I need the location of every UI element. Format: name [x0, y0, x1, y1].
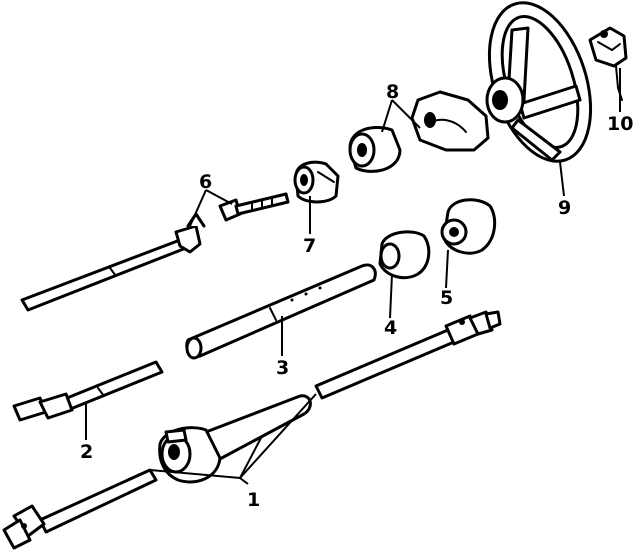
shift-lever-part: [218, 192, 290, 222]
callout-7: 7: [303, 235, 316, 257]
callout-4: 4: [384, 317, 397, 339]
callout-10: 10: [607, 113, 633, 135]
column-bushing-small-part: [378, 230, 431, 280]
callout-labels: 1 2 3 4 5 6 7 8 9 10: [80, 81, 633, 511]
column-tube-part: [185, 263, 377, 360]
callout-9: 9: [558, 197, 571, 219]
lower-shaft-part: [12, 360, 164, 422]
callout-6: 6: [199, 171, 212, 193]
lower-u-joint-part: [2, 468, 158, 550]
column-bushing-large-part: [440, 198, 497, 255]
callout-3: 3: [276, 357, 289, 379]
column-jacket-part: [158, 394, 312, 484]
leader-lines: [85, 68, 621, 485]
intermediate-shaft-part: [314, 310, 502, 400]
callout-1: 1: [247, 489, 260, 511]
column-housing-part: [410, 90, 490, 152]
column-bearing-part: [348, 125, 402, 173]
callout-2: 2: [80, 441, 93, 463]
callout-5: 5: [440, 287, 453, 309]
shift-rod-part: [20, 212, 206, 312]
steering-wheel-part: [485, 1, 593, 163]
callout-8: 8: [386, 81, 399, 103]
shaft-adapter-part: [293, 160, 340, 204]
